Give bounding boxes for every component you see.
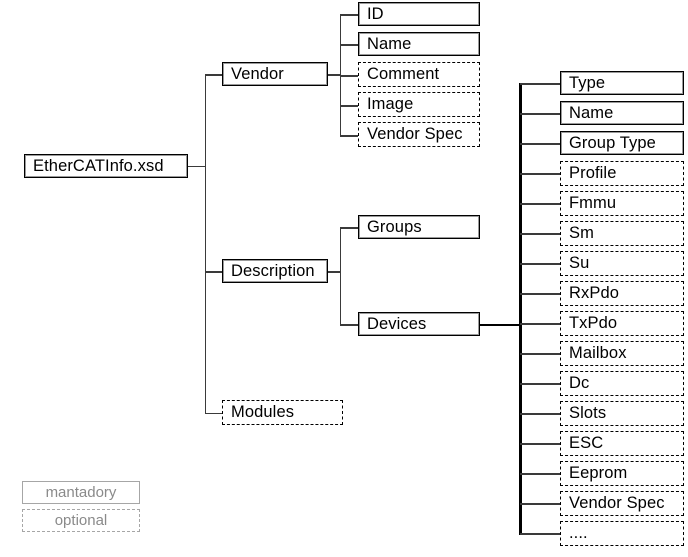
connector-devices-child-14 [520, 503, 561, 505]
node-device-mailbox[interactable]: Mailbox [560, 341, 684, 366]
node-label: Description [231, 261, 315, 280]
node-label: RxPdo [569, 284, 620, 303]
node-description[interactable]: Description [222, 259, 328, 283]
node-vendor-name[interactable]: Name [358, 32, 480, 56]
connector-to-description [204, 271, 223, 273]
node-device-group-type[interactable]: Group Type [560, 131, 684, 155]
node-label: EtherCATInfo.xsd [33, 156, 164, 175]
legend-optional: optional [22, 509, 140, 532]
node-vendor[interactable]: Vendor [222, 62, 328, 86]
node-label: Groups [367, 217, 422, 236]
connector-devices-child-2 [520, 143, 561, 145]
connector-vendor-child-3 [339, 105, 359, 107]
node-label: Group Type [569, 133, 656, 152]
node-root-ethercatinfo-xsd[interactable]: EtherCATInfo.xsd [24, 154, 188, 178]
legend-label: optional [54, 512, 108, 529]
node-groups[interactable]: Groups [358, 215, 480, 239]
node-vendor-comment[interactable]: Comment [358, 62, 480, 87]
node-label: ID [367, 4, 384, 23]
node-device-fmmu[interactable]: Fmmu [560, 191, 684, 216]
node-label: Profile [569, 164, 617, 183]
node-label: Slots [569, 404, 607, 423]
connector-description-child-1 [339, 324, 359, 326]
connector-devices-child-5 [520, 233, 561, 235]
node-label: Type [569, 73, 606, 92]
node-label: Dc [569, 374, 590, 393]
connector-vendor-child-2 [339, 75, 359, 77]
node-label: Eeprom [569, 464, 628, 483]
connector-devices-child-8 [520, 323, 561, 325]
connector-devices-child-3 [520, 173, 561, 175]
connector-devices-child-4 [520, 203, 561, 205]
node-label: Vendor [231, 64, 284, 83]
connector-description-stub [328, 271, 341, 273]
node-device-name[interactable]: Name [560, 101, 684, 125]
node-label: Su [569, 254, 590, 273]
node-device-more[interactable]: .... [560, 521, 684, 546]
connector-devices-child-15 [520, 533, 561, 535]
connector-root-stub [188, 165, 206, 168]
connector-vendor-child-4 [339, 135, 359, 137]
node-label: Modules [231, 403, 295, 422]
connector-devices-child-11 [520, 413, 561, 415]
connector-to-modules [204, 412, 223, 415]
node-label: Sm [569, 224, 594, 243]
node-label: .... [569, 524, 588, 543]
node-label: Vendor Spec [569, 494, 665, 513]
connector-devices-child-12 [520, 443, 561, 445]
node-device-eeprom[interactable]: Eeprom [560, 461, 684, 486]
node-label: Name [569, 103, 614, 122]
node-label: Mailbox [569, 344, 627, 363]
node-label: TxPdo [569, 314, 618, 333]
connector-devices-child-1 [520, 113, 561, 115]
connector-devices-stub [479, 323, 521, 327]
node-device-rxpdo[interactable]: RxPdo [560, 281, 684, 306]
connector-devices-spine [519, 83, 522, 535]
connector-to-vendor [204, 74, 223, 76]
connector-vendor-child-1 [339, 44, 359, 46]
node-vendor-id[interactable]: ID [358, 2, 480, 26]
node-label: Image [367, 95, 414, 114]
node-device-type[interactable]: Type [560, 71, 684, 95]
node-devices[interactable]: Devices [358, 312, 480, 336]
node-device-esc[interactable]: ESC [560, 431, 684, 456]
connector-vendor-child-0 [339, 14, 359, 16]
node-device-su[interactable]: Su [560, 251, 684, 276]
connector-description-spine [339, 227, 342, 325]
legend-mandatory: mantadory [22, 481, 140, 504]
node-modules[interactable]: Modules [222, 400, 343, 425]
node-vendor-image[interactable]: Image [358, 92, 480, 117]
connector-level1-spine [204, 74, 207, 414]
connector-devices-child-7 [520, 293, 561, 295]
node-device-slots[interactable]: Slots [560, 401, 684, 426]
node-label: Fmmu [569, 194, 617, 213]
connector-devices-child-10 [520, 383, 561, 385]
node-device-sm[interactable]: Sm [560, 221, 684, 246]
connector-devices-child-9 [520, 353, 561, 355]
connector-devices-child-13 [520, 473, 561, 475]
node-label: ESC [569, 434, 604, 453]
legend-label: mantadory [45, 484, 117, 501]
node-device-profile[interactable]: Profile [560, 161, 684, 186]
node-device-txpdo[interactable]: TxPdo [560, 311, 684, 336]
connector-devices-child-0 [520, 83, 561, 85]
node-device-vendor-spec[interactable]: Vendor Spec [560, 491, 684, 516]
connector-description-child-0 [339, 227, 359, 229]
node-label: Name [367, 34, 412, 53]
connector-vendor-stub [328, 74, 341, 76]
connector-devices-child-6 [520, 263, 561, 265]
node-label: Comment [367, 65, 440, 84]
node-vendor-vendor-spec[interactable]: Vendor Spec [358, 122, 480, 147]
node-label: Devices [367, 314, 427, 333]
node-device-dc[interactable]: Dc [560, 371, 684, 396]
node-label: Vendor Spec [367, 125, 463, 144]
